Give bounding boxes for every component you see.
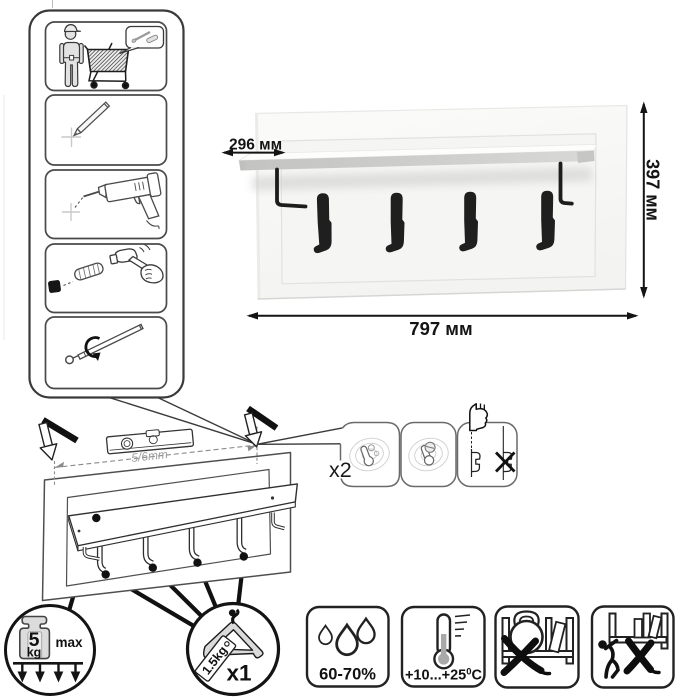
svg-text:+10...+250C: +10...+250C xyxy=(405,666,483,684)
svg-text:x2: x2 xyxy=(329,458,352,482)
svg-text:5/6mm: 5/6mm xyxy=(131,447,169,465)
svg-text:max: max xyxy=(56,635,84,650)
svg-text:296 мм: 296 мм xyxy=(229,137,282,154)
svg-text:797 мм: 797 мм xyxy=(409,318,472,339)
svg-text:x1: x1 xyxy=(226,661,251,686)
svg-text:397 мм: 397 мм xyxy=(643,159,663,221)
svg-text:60-70%: 60-70% xyxy=(319,666,376,684)
svg-text:kg: kg xyxy=(27,646,42,660)
svg-text:5: 5 xyxy=(29,629,40,651)
